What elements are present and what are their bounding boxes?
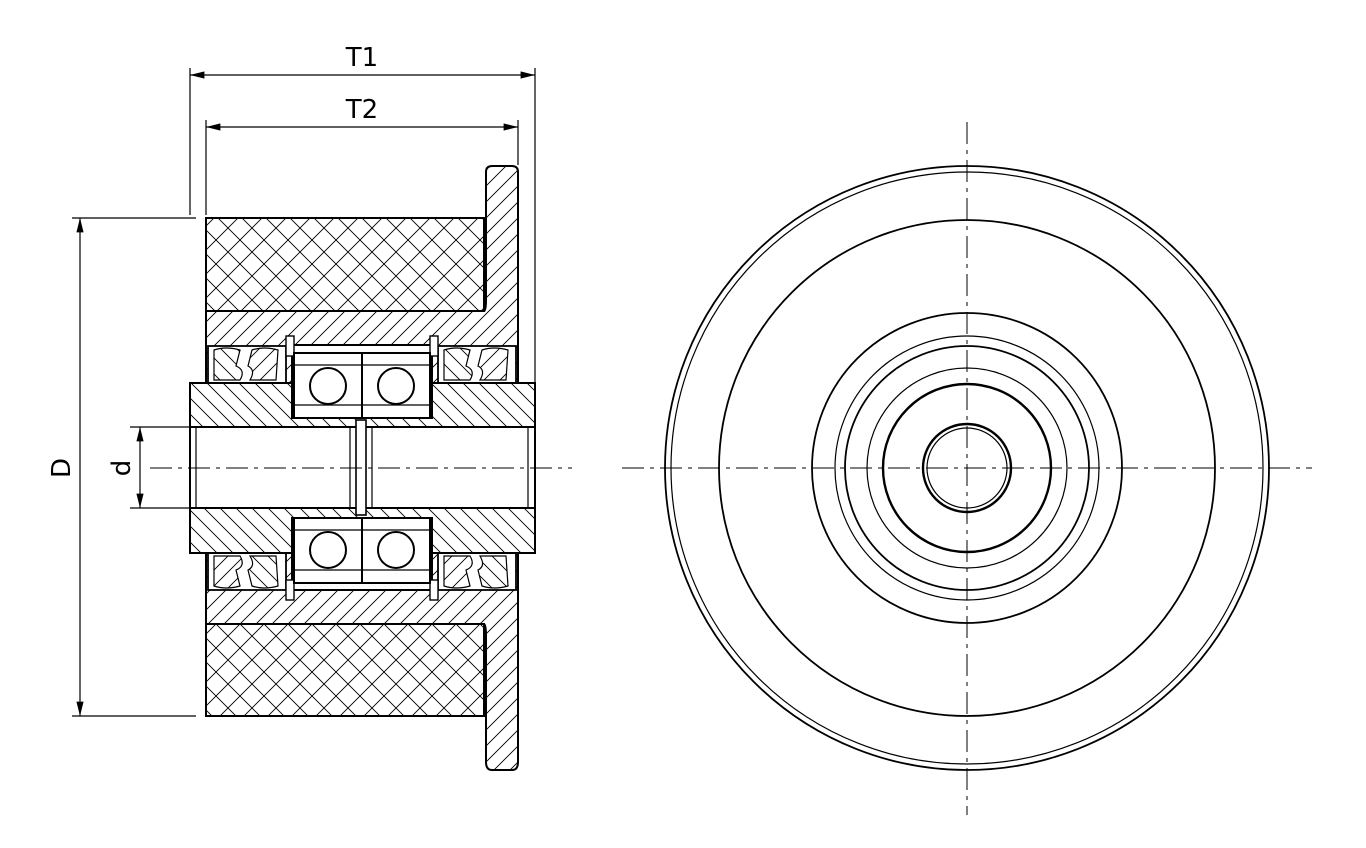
dimension-label-t1: T1 xyxy=(345,43,378,73)
seals xyxy=(207,345,517,591)
tyre-top xyxy=(205,217,485,312)
front-view xyxy=(622,122,1312,815)
hub-flange-bottom xyxy=(205,552,519,771)
bearing-top xyxy=(293,352,431,419)
dimension-label-d-outer: D xyxy=(47,458,77,478)
ball xyxy=(309,531,347,569)
retaining-clips xyxy=(285,335,439,601)
ball xyxy=(377,531,415,569)
ball xyxy=(309,367,347,405)
ball xyxy=(377,367,415,405)
dimension-label-d-inner: d xyxy=(107,460,137,477)
axle-sleeve-bottom xyxy=(189,507,536,554)
section-view xyxy=(150,165,572,771)
dimension-lines xyxy=(72,68,536,717)
dimension-label-t2: T2 xyxy=(345,95,378,125)
hub-flange-top xyxy=(205,165,519,384)
bearing-bottom xyxy=(293,517,431,584)
tyre-bottom xyxy=(205,623,485,717)
